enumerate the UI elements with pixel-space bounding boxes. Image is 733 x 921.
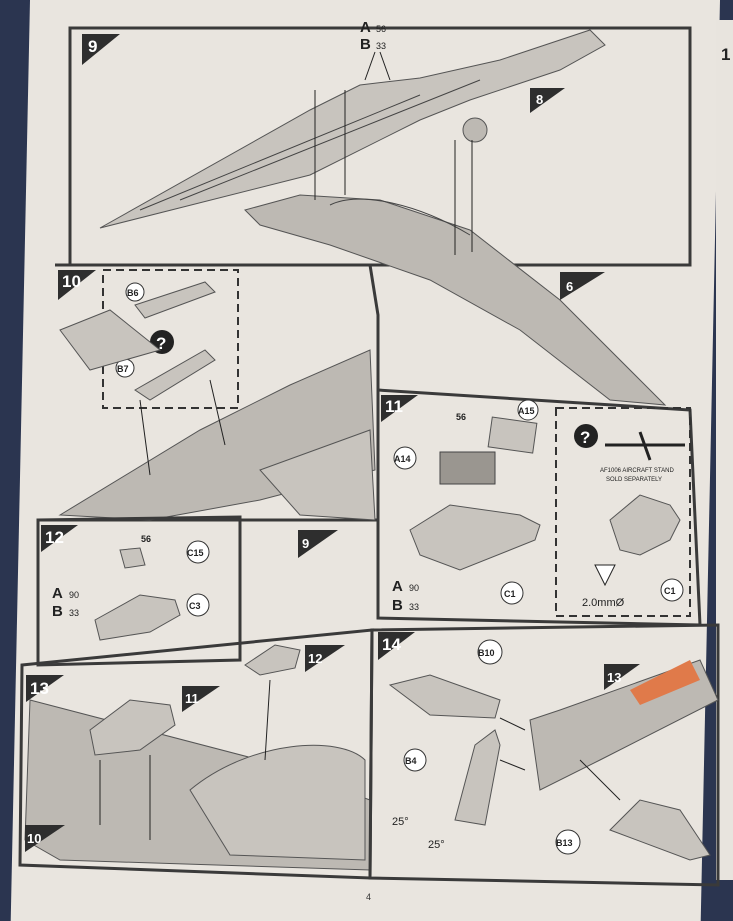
step-13-number: 13 [30,679,49,698]
part-56-label: 56 [456,412,466,422]
page-number: 4 [366,892,371,902]
step-13: 13 11 12 10 [18,628,374,880]
ref-12-number: 12 [308,651,322,666]
step-14: 14 B10 B4 B13 13 25° 25° [368,623,720,887]
highlight-area [630,660,700,705]
call-12-a-part: 90 [69,590,79,600]
step-14-badge [378,632,415,660]
fuselage-part [244,194,667,406]
ref-8-number: 8 [536,92,543,107]
part-b4 [454,729,501,826]
step-10-number: 10 [62,272,81,291]
part-a15-label: A15 [518,406,535,416]
cowl-part-11 [409,504,541,571]
call-11-a-part: 90 [409,583,419,593]
part-b13-label: B13 [556,838,573,848]
part-b6 [134,281,216,319]
ref-6-badge [560,272,605,300]
step-11-number: 11 [385,397,403,416]
part-a14 [439,451,496,485]
angle-2: 25° [428,839,445,851]
part-b13 [609,799,711,861]
ref-9-number: 9 [302,536,309,551]
angle-1: 25° [392,816,409,828]
step-12: 12 56 C15 C3 A 90 B 33 [36,515,242,667]
step-11-badge [381,395,418,422]
part-b10 [388,674,501,719]
call-12-a: A [52,585,63,602]
step-12-number: 12 [45,528,64,547]
part-a15 [487,416,538,454]
ref-13-number: 13 [607,670,621,685]
cowl-13 [89,699,176,756]
call-11-a: A [392,578,403,595]
call-11-b: B [392,597,403,614]
wing-part [99,29,606,229]
part-b6-label: B6 [127,288,139,298]
call-11-b-part: 33 [409,602,419,612]
stand-text-2: SOLD SEPARATELY [606,477,662,483]
call-12-b: B [52,603,63,620]
cowl-part-11b [609,494,681,556]
ref-13-badge [604,664,640,690]
part-a14-label: A14 [394,454,411,464]
part-b4-label: B4 [405,756,417,766]
ref-11-number: 11 [185,691,199,706]
step-9: 9 A 56 B 33 8 6 [68,19,692,406]
stand-icon [605,431,685,461]
fuselage-13 [189,744,366,861]
ref-9-badge [298,530,338,558]
cowl-part-12 [94,594,181,641]
step-10: 10 B6 ? B7 9 [38,263,380,558]
next-page-edge [716,20,733,880]
part-c1-label: C1 [504,589,516,599]
svg-text:1: 1 [721,45,730,64]
step-11: 11 56 A15 A14 A 90 B 33 C1 ? AF1006 AIRC… [376,388,702,627]
step-14-number: 14 [382,635,401,654]
part-c3-label: C3 [189,601,201,611]
part-c15-label: C15 [187,548,204,558]
option-box-11 [555,407,691,617]
part-56b-label: 56 [141,534,151,544]
part-b7 [134,349,216,401]
part-b7-label: B7 [117,364,129,374]
option-icon-11 [574,424,598,448]
step-9-badge [82,34,120,65]
option-glyph-11: ? [580,428,590,447]
cap-13 [244,644,301,676]
ref-8-badge [530,88,565,113]
step-12-badge [41,525,78,552]
drill-size: 2.0mmØ [582,597,625,609]
part-c15 [119,547,146,569]
call-b-letter: B [360,36,371,53]
tail-fuselage [529,659,719,791]
step-9-number: 9 [88,37,97,56]
step-10-badge [58,270,96,300]
call-a-letter: A [360,19,371,36]
ref-10-badge [25,825,65,852]
call-12-b-part: 33 [69,608,79,618]
ref-11-badge [182,686,220,712]
stand-text-1: AF1006 AIRCRAFT STAND [600,468,674,474]
option-glyph: ? [156,334,166,353]
ref-12-badge [305,645,345,672]
part-b10-label: B10 [478,648,495,658]
ref-10-number: 10 [27,831,41,846]
call-a-part: 56 [376,24,386,34]
part-c1b-label: C1 [664,586,676,596]
step-13-badge [26,675,64,702]
option-box-10 [102,269,239,409]
ref-6-number: 6 [566,279,573,294]
call-b-part: 33 [376,41,386,51]
